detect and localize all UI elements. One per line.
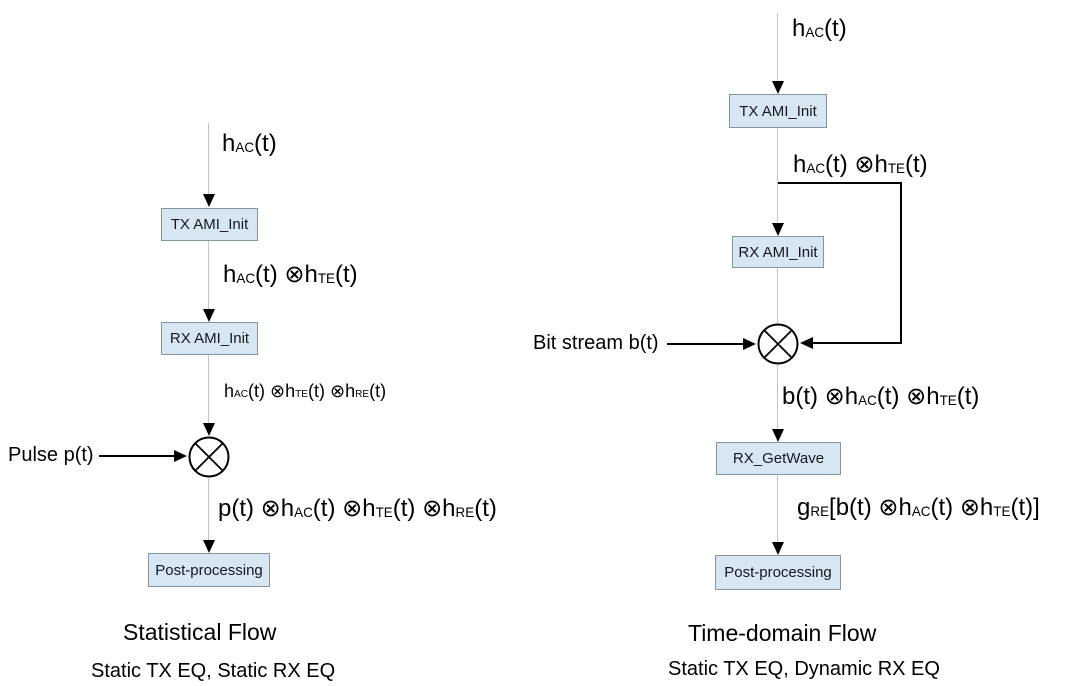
connector-line	[208, 123, 209, 194]
arrow-down-icon	[203, 540, 215, 553]
signal-label-hac-hte-hre: hAC(t) ⊗hTE(t) ⊗hRE(t)	[224, 381, 387, 401]
flow-title: Statistical Flow	[123, 619, 277, 645]
signal-label-b-hac-hte: b(t) ⊗hAC(t) ⊗hTE(t)	[782, 383, 980, 410]
branch-line-right	[900, 182, 902, 344]
arrow-down-icon	[772, 223, 784, 236]
connector-line	[777, 13, 778, 81]
node-label: Post-processing	[724, 564, 832, 581]
connector-line	[777, 128, 778, 223]
branch-line-top	[778, 182, 902, 184]
arrow-right-icon	[743, 338, 756, 350]
node-label: RX AMI_Init	[738, 243, 818, 261]
signal-label-gre-output: gRE[b(t) ⊗hAC(t) ⊗hTE(t)]	[797, 494, 1040, 521]
node-post-processing: Post-processing	[148, 553, 270, 587]
node-label: RX AMI_Init	[169, 330, 250, 347]
connector-line	[777, 475, 778, 542]
signal-label-output: p(t) ⊗hAC(t) ⊗hTE(t) ⊗hRE(t)	[218, 495, 497, 522]
node-label: TX AMI_Init	[170, 216, 249, 233]
flow-subtitle: Static TX EQ, Static RX EQ	[91, 660, 336, 682]
arrow-down-icon	[772, 429, 784, 442]
arrow-down-icon	[772, 81, 784, 94]
branch-line-bottom	[813, 342, 902, 344]
signal-label-hac: hAC(t)	[222, 130, 277, 157]
multiplier-icon	[188, 436, 230, 478]
signal-label-hac-hte: hAC(t) ⊗hTE(t)	[223, 261, 358, 288]
arrow-down-icon	[203, 423, 215, 436]
side-input-label-pulse: Pulse p(t)	[8, 444, 94, 466]
side-input-label-bit-stream: Bit stream b(t)	[533, 332, 659, 354]
node-label: RX_GetWave	[732, 450, 825, 467]
connector-line	[208, 478, 209, 540]
connector-line	[208, 355, 209, 423]
connector-line	[777, 268, 778, 323]
signal-label-hac-hte: hAC(t) ⊗hTE(t)	[793, 151, 928, 178]
arrow-down-icon	[772, 542, 784, 555]
connector-line	[208, 241, 209, 309]
flow-title: Time-domain Flow	[688, 620, 877, 646]
node-rx-getwave: RX_GetWave	[716, 442, 841, 475]
node-label: Post-processing	[155, 561, 263, 579]
multiplier-icon	[757, 323, 799, 365]
arrow-down-icon	[203, 309, 215, 322]
node-rx-ami-init: RX AMI_Init	[732, 236, 824, 268]
arrow-right-icon	[174, 450, 187, 462]
node-tx-ami-init: TX AMI_Init	[161, 208, 258, 241]
node-tx-ami-init: TX AMI_Init	[729, 94, 827, 128]
node-post-processing: Post-processing	[715, 555, 841, 590]
node-rx-ami-init: RX AMI_Init	[161, 322, 258, 355]
side-input-line	[99, 455, 175, 457]
arrow-left-icon	[800, 337, 813, 349]
signal-label-hac: hAC(t)	[792, 15, 847, 42]
connector-line	[777, 365, 778, 429]
arrow-down-icon	[203, 194, 215, 207]
node-label: TX AMI_Init	[739, 102, 817, 120]
flow-subtitle: Static TX EQ, Dynamic RX EQ	[668, 658, 940, 680]
side-input-line	[667, 343, 745, 345]
